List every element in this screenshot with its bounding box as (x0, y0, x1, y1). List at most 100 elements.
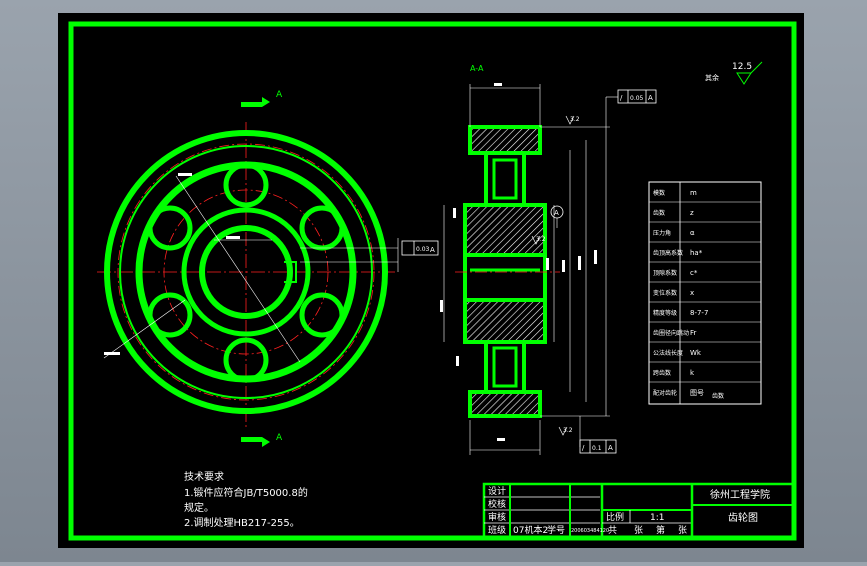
dim-text-blob (546, 258, 549, 270)
param-name: 变位系数 (653, 289, 677, 297)
tb-student-id: 200603484120 (571, 528, 609, 534)
dim-text-blob (440, 300, 443, 312)
tolerance-frame-bottom (579, 439, 617, 454)
tech-line-3: 2.调制处理HB217-255。 (184, 516, 300, 529)
diameter-leader-1 (175, 175, 301, 363)
roughness-tail (750, 61, 763, 74)
web-hole-bottom (223, 337, 269, 383)
tb-row-check: 校核 (488, 498, 506, 510)
dim-text-blob (178, 173, 192, 176)
tol-symbol-top: / (620, 94, 623, 102)
param-name: 齿数 (653, 209, 665, 217)
dim-text-blob (594, 250, 597, 264)
hub-outer-circle (181, 207, 311, 337)
dim-text-blob (562, 260, 565, 272)
tb-scale-label: 比例 (606, 511, 624, 523)
hub-bottom (463, 298, 547, 344)
web-hole-bottom-right (299, 292, 345, 338)
section-label: A-A (470, 64, 484, 73)
section-view: A-A (440, 61, 763, 455)
bore-circle (199, 225, 293, 319)
tb-row-design: 设计 (488, 485, 506, 497)
section-letter-top: A (276, 90, 283, 100)
drawing-sheet (58, 13, 804, 548)
roughness-prefix: 其余 (705, 73, 719, 82)
sheet-frame (68, 21, 797, 541)
web-hole-section-top (492, 158, 518, 200)
tech-line-2: 规定。 (184, 501, 214, 514)
dim-text-blob (226, 236, 240, 239)
param-name: 顶隙系数 (653, 269, 677, 277)
param-value: α (690, 229, 695, 237)
section-arrow-top (241, 97, 270, 107)
tolerance-datum-front: A (430, 246, 435, 254)
tb-drawing-name: 齿轮图 (728, 511, 758, 524)
tol-symbol-bottom: / (582, 444, 585, 452)
param-name: 公法线长度 (653, 349, 683, 357)
param-value: k (690, 369, 695, 377)
param-name: 齿圈径向跳动 (653, 329, 689, 337)
param-name: 配对齿轮 (653, 389, 677, 397)
tolerance-value-bottom: 0.1 (592, 445, 602, 452)
param-extra: 齿数 (712, 392, 724, 400)
tolerance-frame-front (401, 240, 439, 256)
root-circle (119, 145, 373, 399)
technical-requirements: 技术要求 1.锻件应符合JB/T5000.8的 规定。 2.调制处理HB217-… (184, 470, 308, 529)
datum-letter: A (554, 209, 559, 217)
param-value: c* (690, 269, 698, 277)
section-letter-bottom: A (276, 433, 283, 443)
tolerance-value-front: 0.03 (416, 246, 430, 253)
param-value: z (690, 209, 694, 217)
param-value: Fr (690, 329, 697, 337)
param-value: m (690, 189, 697, 197)
roughness-triangle (736, 72, 752, 85)
bore-section (463, 253, 547, 302)
dim-text-blob (453, 208, 456, 218)
dim-text-blob (494, 83, 502, 86)
tb-sheet-current-label: 第 (656, 524, 665, 536)
param-name: 精度等级 (653, 309, 677, 317)
tb-row-review: 审核 (488, 511, 506, 523)
pitch-circle (117, 143, 375, 401)
param-value: 图号 (690, 389, 704, 397)
dim-text-blob (578, 256, 581, 270)
tolerance-datum-bottom: A (608, 444, 613, 452)
surface-mark-2: 3.2 (536, 236, 546, 243)
hole-leader (103, 299, 186, 359)
tech-title: 技术要求 (184, 470, 224, 483)
tb-sheet-unit-2: 张 (678, 525, 687, 536)
rim-top (468, 125, 542, 155)
tech-line-1: 1.锻件应符合JB/T5000.8的 (184, 486, 308, 499)
web-hole-top-left (147, 205, 193, 251)
tb-school: 徐州工程学院 (710, 488, 770, 501)
hub-top (463, 203, 547, 257)
tb-scale-value: 1:1 (650, 513, 664, 523)
tolerance-frame-top (617, 89, 657, 104)
param-value: 8-7-7 (690, 309, 708, 317)
tb-row-class: 班级 (488, 524, 506, 536)
roughness-symbol (565, 115, 575, 125)
param-name: 跨齿数 (653, 369, 671, 377)
web-hole-bottom-left (147, 292, 193, 338)
dim-text-blob (104, 352, 120, 355)
param-value: x (690, 289, 694, 297)
surface-mark-1: 3.2 (570, 116, 580, 123)
tb-sheet-unit-1: 张 (634, 525, 643, 536)
param-value: ha* (690, 249, 703, 257)
tip-circle (104, 130, 388, 414)
title-block: 设计 校核 审核 班级 07机本2 学号 200603484120 比例 1:1… (482, 482, 796, 539)
dim-text-blob (456, 356, 459, 366)
web-hole-section-bottom (492, 346, 518, 388)
keyway (284, 261, 297, 283)
param-value: Wk (690, 349, 702, 357)
dim-text-blob (497, 438, 505, 441)
front-view: A A 0.03 A (97, 90, 439, 447)
hole-pitch-circle (163, 189, 329, 355)
param-name: 模数 (653, 189, 665, 197)
section-arrow-bottom (241, 437, 270, 447)
roughness-value: 12.5 (732, 62, 752, 72)
tolerance-datum-top: A (648, 94, 653, 102)
tb-class-name: 07机本2 (513, 524, 548, 536)
